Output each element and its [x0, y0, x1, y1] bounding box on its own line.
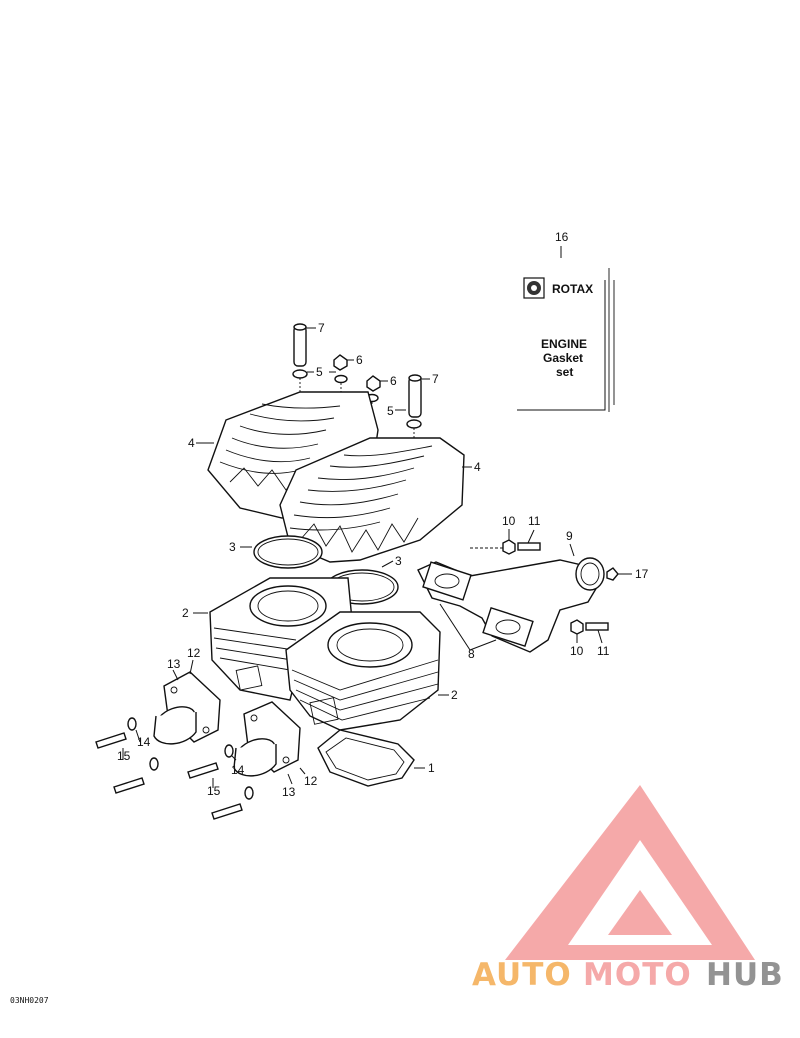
gasket-box-line3: set: [556, 365, 573, 379]
callout-12: 12: [187, 646, 201, 660]
callout-8: 8: [468, 647, 475, 661]
callout-7: 7: [432, 372, 439, 386]
callout-9: 9: [566, 529, 573, 543]
callout-4: 4: [188, 436, 195, 450]
rotax-brand: ROTAX: [552, 282, 593, 296]
callout-14: 14: [231, 763, 245, 777]
watermark-auto: AUTO: [472, 957, 572, 993]
watermark-triangle-core: [608, 890, 672, 935]
exhaust-manifold: 9 8 17 10 11 10 11: [417, 514, 649, 661]
callout-13: 13: [167, 657, 181, 671]
callout-4: 4: [474, 460, 481, 474]
callout-2: 2: [451, 688, 458, 702]
head-fasteners: 7 5 6 5 6 7 5: [292, 321, 439, 480]
callout-5: 5: [387, 404, 394, 418]
watermark-moto: MOTO: [583, 957, 692, 993]
cylinders: 2 2: [182, 577, 458, 731]
gasket-box-line1: ENGINE: [541, 337, 587, 351]
callout-13: 13: [282, 785, 296, 799]
intake-assembly-left: 13 12 15 14: [95, 646, 221, 794]
callout-15: 15: [117, 749, 131, 763]
callout-2: 2: [182, 606, 189, 620]
watermark-logo: AUTO MOTO HUB: [472, 785, 784, 993]
callout-1: 1: [428, 761, 435, 775]
callout-11: 11: [528, 514, 541, 528]
callout-6: 6: [390, 374, 397, 388]
gasket-set-box: 16 ROTAX ENGINE Gasket set: [517, 230, 615, 412]
callout-12: 12: [304, 774, 318, 788]
callout-17: 17: [635, 567, 649, 581]
callout-11: 11: [597, 644, 610, 658]
figure-code: 03NH0207: [10, 996, 49, 1005]
callout-15: 15: [207, 784, 221, 798]
callout-5: 5: [316, 365, 323, 379]
watermark-hub: HUB: [706, 957, 784, 993]
intake-assembly-right: 13 12 15 14: [187, 701, 318, 820]
callout-3: 3: [395, 554, 402, 568]
callout-16: 16: [555, 230, 569, 244]
callout-10: 10: [570, 644, 584, 658]
callout-7: 7: [318, 321, 325, 335]
gasket-box-line2: Gasket: [543, 351, 583, 365]
callout-14: 14: [137, 735, 151, 749]
cylinder-heads: 4 4: [188, 391, 481, 563]
callout-10: 10: [502, 514, 516, 528]
callout-6: 6: [356, 353, 363, 367]
callout-3: 3: [229, 540, 236, 554]
base-gasket: 1: [317, 729, 435, 787]
